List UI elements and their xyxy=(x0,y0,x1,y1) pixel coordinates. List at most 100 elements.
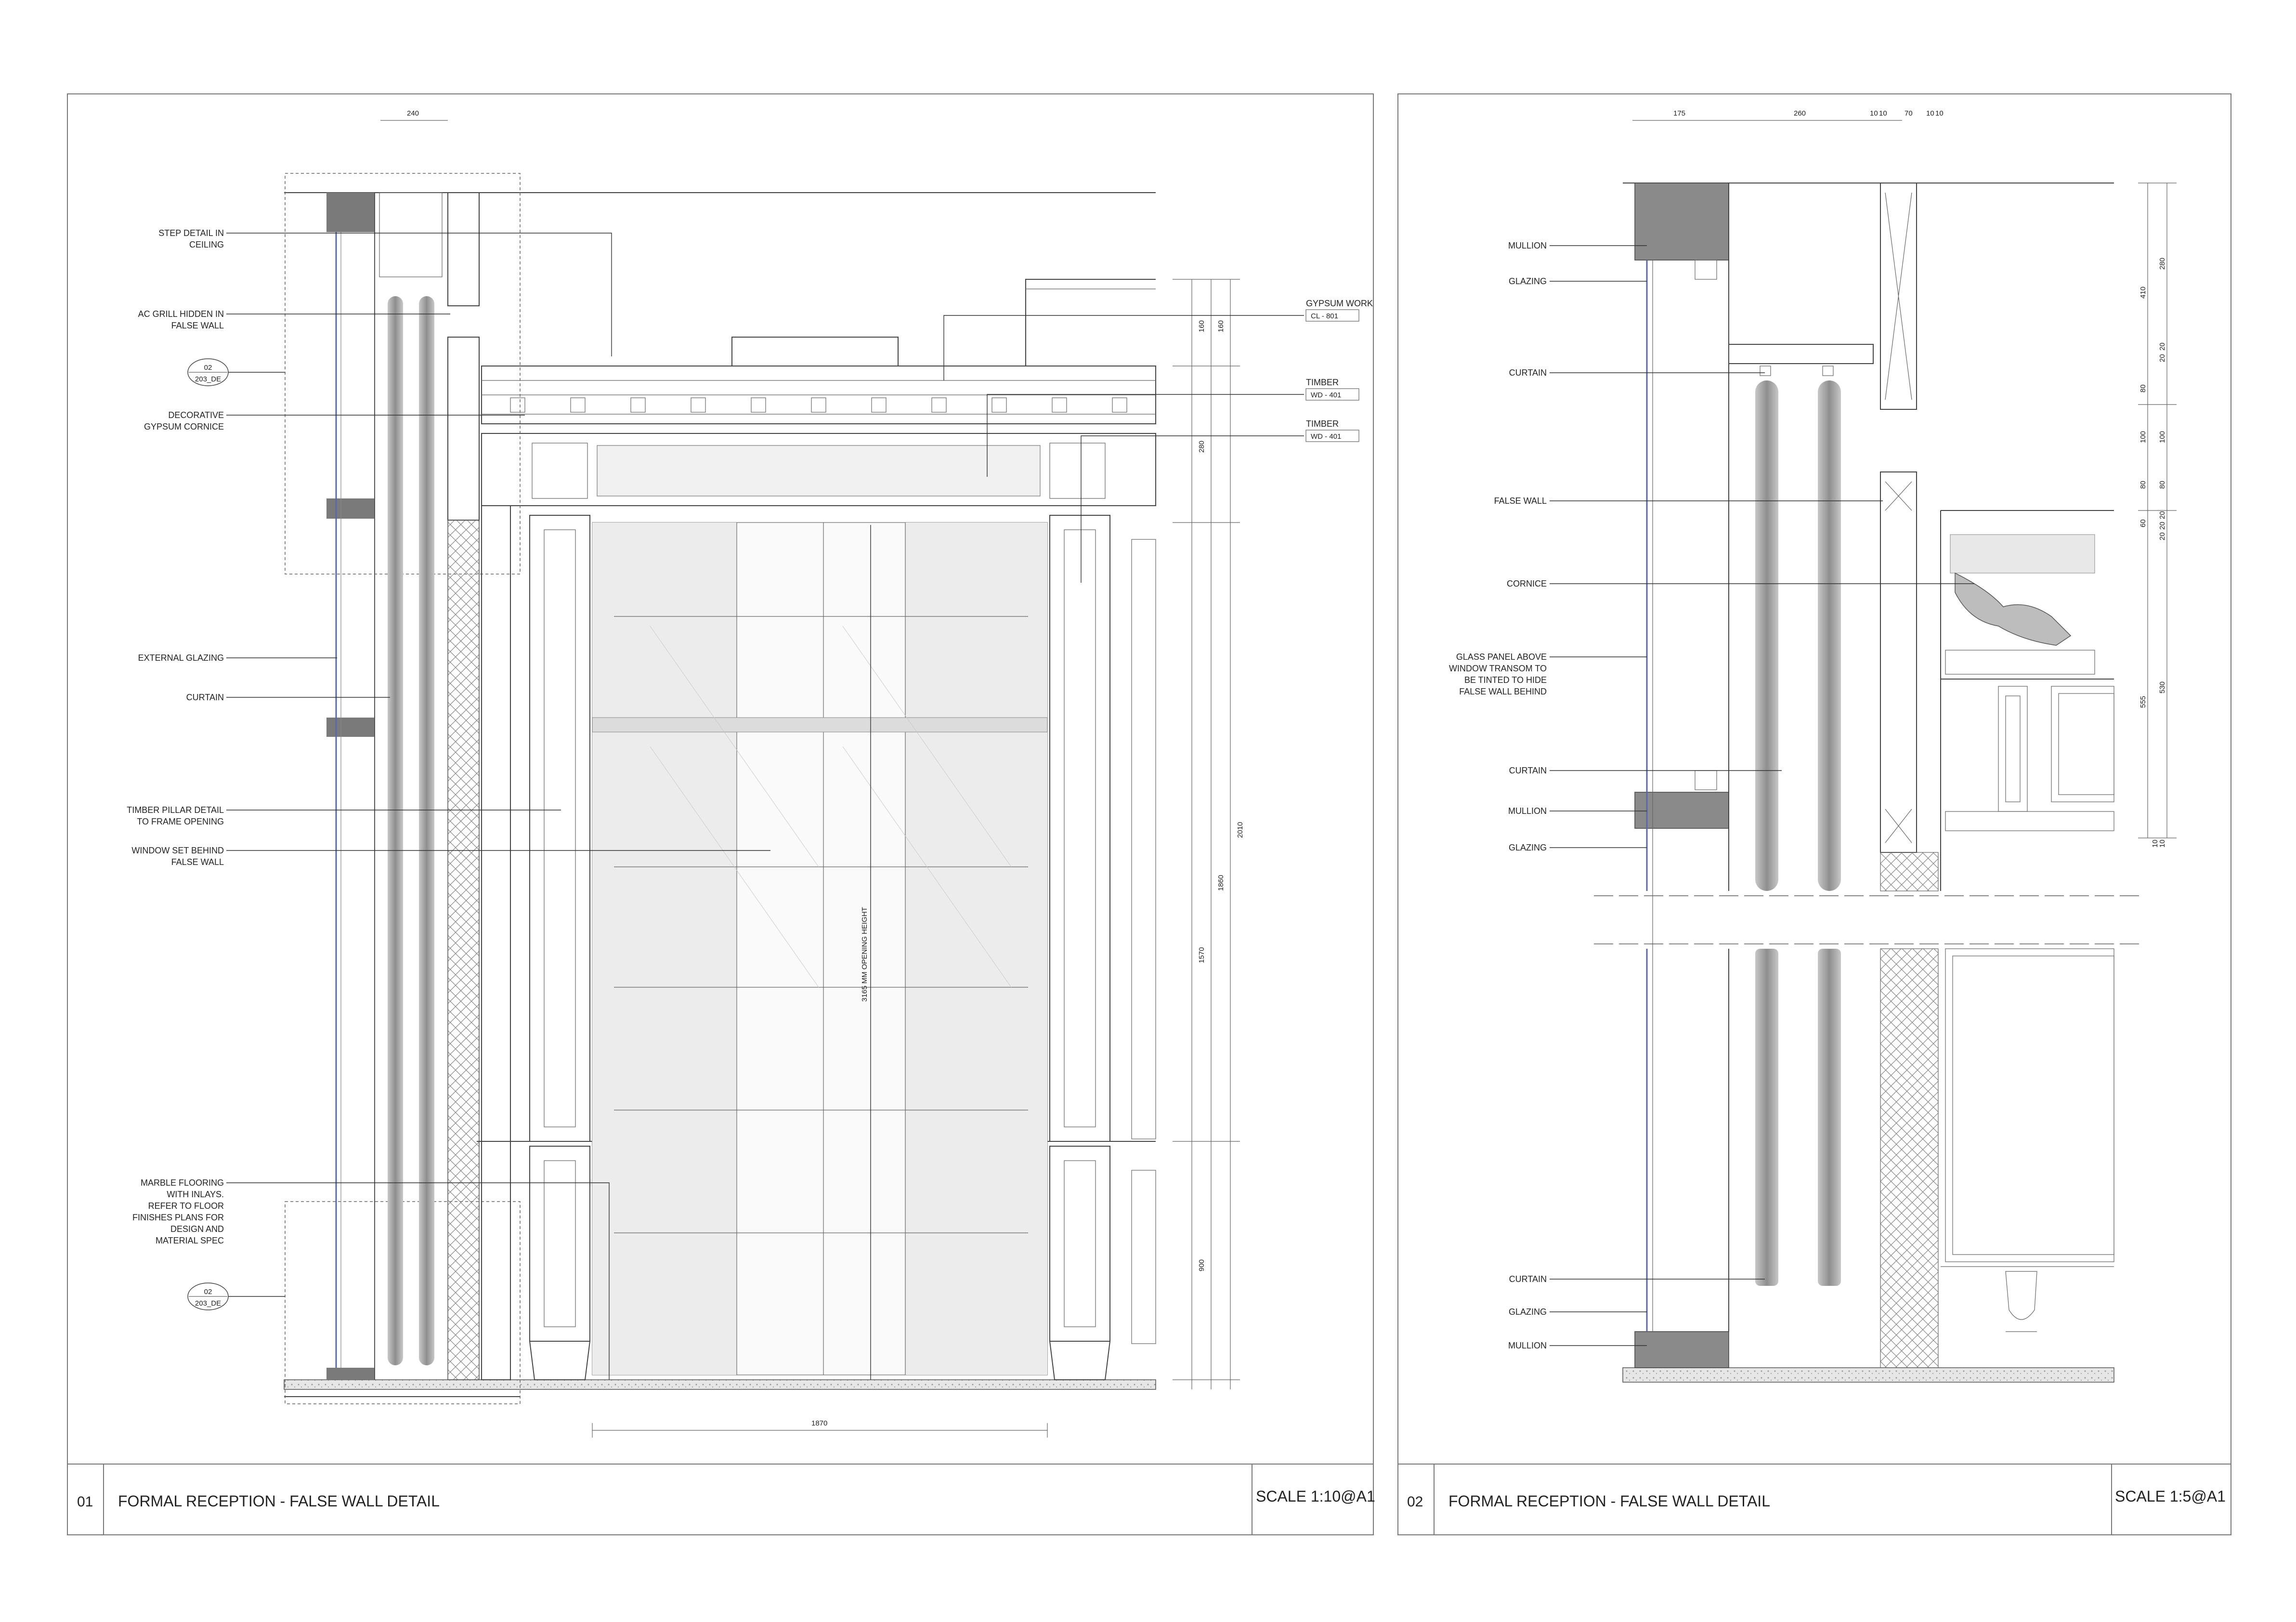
label2-mullion-3: MULLION xyxy=(1508,1341,1647,1350)
label2-glass-panel: GLASS PANEL ABOVE WINDOW TRANSOM TO BE T… xyxy=(1449,652,1647,696)
label2-glazing-1: GLAZING xyxy=(1509,276,1647,286)
svg-text:GYPSUM CORNICE: GYPSUM CORNICE xyxy=(144,422,224,432)
svg-text:FALSE WALL: FALSE WALL xyxy=(171,857,224,867)
label-marble-flooring: MARBLE FLOORING WITH INLAYS. REFER TO FL… xyxy=(132,1178,610,1380)
svg-text:02: 02 xyxy=(204,1288,212,1296)
curtain-left xyxy=(388,296,403,1365)
right-dimensions xyxy=(1173,279,1240,1389)
curtain-right xyxy=(419,296,434,1365)
wall-panels xyxy=(1941,686,2114,1332)
dim-900: 900 xyxy=(1198,1259,1206,1271)
svg-text:CEILING: CEILING xyxy=(189,240,224,249)
dim2-20c: 20 xyxy=(2158,532,2166,540)
panel-02-frame xyxy=(1397,93,2231,1535)
svg-text:TO FRAME OPENING: TO FRAME OPENING xyxy=(137,817,224,826)
dim2-top-70: 70 xyxy=(1905,109,1913,118)
curtain2-upper-right xyxy=(1818,380,1841,891)
dim2-top-10a: 10 xyxy=(1870,109,1878,118)
svg-text:DESIGN AND: DESIGN AND xyxy=(170,1224,224,1234)
svg-text:MATERIAL SPEC: MATERIAL SPEC xyxy=(156,1236,224,1245)
svg-text:GLASS PANEL ABOVE: GLASS PANEL ABOVE xyxy=(1456,652,1547,662)
svg-text:AC GRILL HIDDEN IN: AC GRILL HIDDEN IN xyxy=(138,309,224,319)
label2-curtain-1: CURTAIN xyxy=(1509,368,1765,378)
dim2-80a: 80 xyxy=(2139,384,2147,392)
panel-02-scale: SCALE 1:5@A1 xyxy=(2115,1488,2226,1505)
dim2-10b: 10 xyxy=(2151,839,2159,848)
dim2-20d: 20 xyxy=(2158,522,2166,530)
svg-text:WD - 401: WD - 401 xyxy=(1311,432,1341,441)
dim2-top-10b: 10 xyxy=(1879,109,1887,118)
panel-02-right-dims xyxy=(2138,183,2177,838)
label-external-glazing: EXTERNAL GLAZING xyxy=(138,653,337,663)
svg-text:CURTAIN: CURTAIN xyxy=(1509,1274,1547,1284)
cornice-profile xyxy=(1940,510,2114,891)
svg-text:WD - 401: WD - 401 xyxy=(1311,391,1341,399)
false-wall-hatch xyxy=(447,520,480,1380)
svg-text:WINDOW SET BEHIND: WINDOW SET BEHIND xyxy=(131,846,224,855)
svg-text:WINDOW TRANSOM TO: WINDOW TRANSOM TO xyxy=(1449,664,1547,673)
svg-text:GYPSUM WORK: GYPSUM WORK xyxy=(1306,299,1373,308)
label2-glazing-3: GLAZING xyxy=(1509,1307,1647,1317)
dim2-top-175: 175 xyxy=(1673,109,1685,118)
svg-text:GLAZING: GLAZING xyxy=(1509,276,1547,286)
marble-floor xyxy=(284,1379,1156,1390)
dim2-410: 410 xyxy=(2139,287,2147,299)
dim-160-b: 160 xyxy=(1217,320,1225,332)
dim-bottom-1870: 1870 xyxy=(811,1419,827,1427)
curtain2-lower-right xyxy=(1818,949,1841,1286)
label-curtain: CURTAIN xyxy=(186,693,390,702)
svg-text:REFER TO FLOOR: REFER TO FLOOR xyxy=(148,1201,224,1211)
frieze xyxy=(481,433,1156,506)
svg-text:FALSE WALL BEHIND: FALSE WALL BEHIND xyxy=(1459,687,1547,696)
dim-160-a: 160 xyxy=(1198,320,1206,332)
timber-pillar-left xyxy=(529,515,591,1380)
curtain2-upper-left xyxy=(1755,380,1778,891)
svg-text:CL - 801: CL - 801 xyxy=(1311,312,1338,320)
dim2-top-10d: 10 xyxy=(1935,109,1944,118)
svg-text:WITH INLAYS.: WITH INLAYS. xyxy=(167,1190,224,1199)
svg-text:CURTAIN: CURTAIN xyxy=(186,693,224,702)
dim2-top-10c: 10 xyxy=(1926,109,1934,118)
dim2-100a: 100 xyxy=(2139,431,2147,443)
dim2-top-260: 260 xyxy=(1794,109,1806,118)
dim-280: 280 xyxy=(1198,441,1206,453)
dim2-20b: 20 xyxy=(2158,342,2166,351)
label2-false-wall: FALSE WALL xyxy=(1494,496,1883,506)
svg-text:TIMBER: TIMBER xyxy=(1306,378,1339,387)
window-set xyxy=(592,522,1048,1375)
panel-02: 02 FORMAL RECEPTION - FALSE WALL DETAIL … xyxy=(1397,93,2231,1535)
label-timber-pillar: TIMBER PILLAR DETAIL TO FRAME OPENING xyxy=(127,805,561,826)
tag-gypsum-work: GYPSUM WORK CL - 801 xyxy=(943,299,1373,380)
false-wall-upper xyxy=(447,192,480,306)
dim2-80b: 80 xyxy=(2139,481,2147,489)
false-wall-section xyxy=(1880,183,1939,1368)
svg-text:MARBLE FLOORING: MARBLE FLOORING xyxy=(141,1178,224,1188)
svg-text:CURTAIN: CURTAIN xyxy=(1509,368,1547,378)
curtain-track-box xyxy=(1728,344,1874,364)
label2-curtain-2: CURTAIN xyxy=(1509,766,1782,775)
svg-text:CORNICE: CORNICE xyxy=(1507,579,1547,589)
panel-01-frame xyxy=(67,93,1374,1535)
panel-01-labels: STEP DETAIL IN CEILING AC GRILL HIDDEN I… xyxy=(127,228,770,1380)
label2-mullion-2: MULLION xyxy=(1508,806,1647,816)
section-callout-1: 02 203_DE xyxy=(187,358,285,386)
svg-text:MULLION: MULLION xyxy=(1508,241,1547,250)
label-gypsum-cornice: DECORATIVE GYPSUM CORNICE xyxy=(144,410,525,432)
label2-cornice: CORNICE xyxy=(1507,579,1974,589)
dim2-530: 530 xyxy=(2158,681,2166,693)
panel-02-title: FORMAL RECEPTION - FALSE WALL DETAIL xyxy=(1448,1492,1770,1510)
panel-01-title: FORMAL RECEPTION - FALSE WALL DETAIL xyxy=(118,1492,440,1510)
tag-timber-1: TIMBER WD - 401 xyxy=(987,378,1359,477)
panel-01-scale: SCALE 1:10@A1 xyxy=(1256,1488,1375,1505)
label-step-detail: STEP DETAIL IN CEILING xyxy=(158,228,612,356)
dim2-100b: 100 xyxy=(2158,431,2166,443)
dim-opening-height: 3165 MM OPENING HEIGHT xyxy=(861,907,869,1002)
svg-text:GLAZING: GLAZING xyxy=(1509,1307,1547,1317)
dim2-20a: 20 xyxy=(2158,354,2166,362)
svg-text:DECORATIVE: DECORATIVE xyxy=(168,410,224,420)
dim-1570: 1570 xyxy=(1198,947,1206,963)
dim2-80c: 80 xyxy=(2158,481,2166,489)
svg-text:TIMBER: TIMBER xyxy=(1306,419,1339,429)
svg-text:TIMBER PILLAR DETAIL: TIMBER PILLAR DETAIL xyxy=(127,805,224,815)
